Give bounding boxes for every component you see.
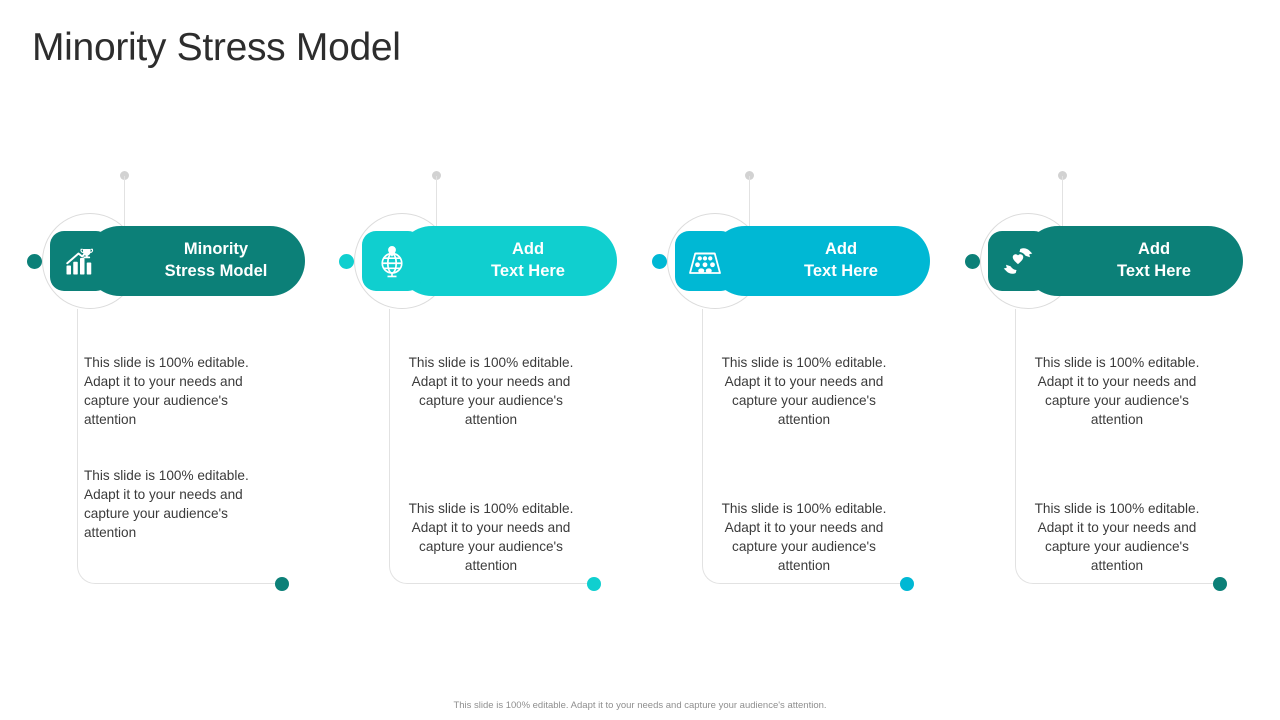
top-connector-line: [124, 176, 125, 234]
column-4-paragraph-1: This slide is 100% editable. Adapt it to…: [1034, 355, 1200, 428]
column-3-heading: Add Text Here: [804, 240, 878, 280]
body-connector-line: [77, 309, 78, 564]
top-connector-dot: [432, 171, 441, 180]
body-baseline: [424, 583, 592, 584]
column-1-heading: Minority Stress Model: [164, 240, 268, 280]
footer-note: This slide is 100% editable. Adapt it to…: [453, 700, 827, 711]
bar-chart-trophy-icon[interactable]: [50, 231, 110, 291]
top-connector-line: [436, 176, 437, 234]
body-connector-elbow: [702, 546, 740, 584]
bottom-accent-dot: [587, 577, 601, 591]
left-accent-dot: [27, 254, 42, 269]
body-baseline: [1050, 583, 1218, 584]
column-4-heading: Add Text Here: [1117, 240, 1191, 280]
body-connector-line: [389, 309, 390, 564]
page-title: Minority Stress Model: [32, 26, 401, 69]
left-accent-dot: [339, 254, 354, 269]
left-accent-dot: [652, 254, 667, 269]
top-connector-dot: [745, 171, 754, 180]
column-3-paragraph-1: This slide is 100% editable. Adapt it to…: [721, 355, 887, 428]
top-connector-dot: [120, 171, 129, 180]
column-1-header-pill[interactable]: Minority Stress Model: [85, 226, 305, 296]
top-connector-line: [749, 176, 750, 234]
body-connector-elbow: [1015, 546, 1053, 584]
column-3-paragraph-2: This slide is 100% editable. Adapt it to…: [721, 501, 887, 574]
top-connector-line: [1062, 176, 1063, 234]
bottom-accent-dot: [1213, 577, 1227, 591]
body-connector-line: [702, 309, 703, 564]
column-3-header-pill[interactable]: Add Text Here: [710, 226, 930, 296]
column-2-heading: Add Text Here: [491, 240, 565, 280]
column-2-paragraph-1: This slide is 100% editable. Adapt it to…: [408, 355, 574, 428]
body-connector-line: [1015, 309, 1016, 564]
audience-group-icon[interactable]: [675, 231, 735, 291]
top-connector-dot: [1058, 171, 1067, 180]
globe-location-pin-icon[interactable]: [362, 231, 422, 291]
infographic-column: Add Text Here This slide is 100% editabl…: [938, 0, 1250, 720]
body-baseline: [112, 583, 280, 584]
bottom-accent-dot: [900, 577, 914, 591]
column-4-paragraph-2: This slide is 100% editable. Adapt it to…: [1034, 501, 1200, 574]
body-baseline: [737, 583, 905, 584]
caring-hands-icon[interactable]: [988, 231, 1048, 291]
column-1-paragraph-2: This slide is 100% editable. Adapt it to…: [84, 468, 249, 541]
column-1-paragraph-1: This slide is 100% editable. Adapt it to…: [84, 355, 249, 428]
bottom-accent-dot: [275, 577, 289, 591]
infographic-column: Add Text Here This slide is 100% editabl…: [312, 0, 624, 720]
column-2-header-pill[interactable]: Add Text Here: [397, 226, 617, 296]
body-connector-elbow: [77, 546, 115, 584]
body-connector-elbow: [389, 546, 427, 584]
infographic-column: Minority Stress Model This slide is 100%…: [0, 0, 312, 720]
left-accent-dot: [965, 254, 980, 269]
column-2-paragraph-2: This slide is 100% editable. Adapt it to…: [408, 501, 574, 574]
infographic-column: Add Text Here This slide is 100% editabl…: [625, 0, 937, 720]
column-4-header-pill[interactable]: Add Text Here: [1023, 226, 1243, 296]
